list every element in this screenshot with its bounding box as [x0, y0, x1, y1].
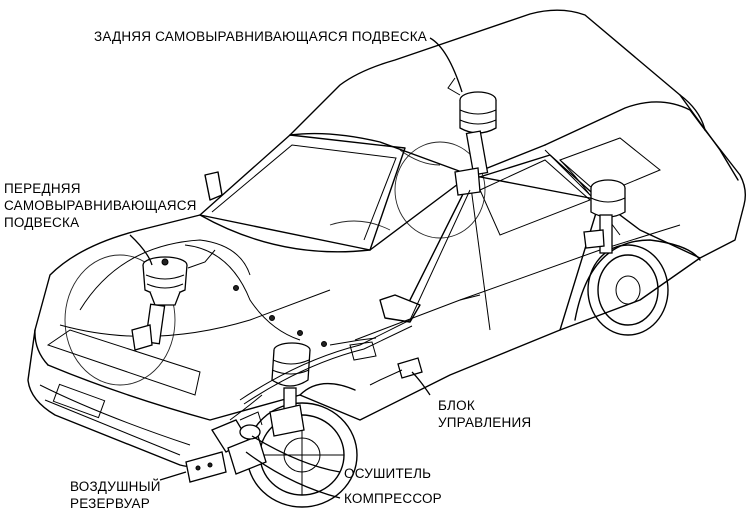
leader-lines	[129, 37, 463, 499]
control-unit	[369, 357, 423, 386]
label-compressor: КОМПРЕССОР	[344, 490, 442, 507]
car-body	[27, 9, 747, 468]
label-compressor-text: КОМПРЕССОР	[344, 491, 442, 506]
label-air-reservoir-line-2: РЕЗЕРВУАР	[70, 496, 150, 511]
label-front-suspension-line-3: ПОДВЕСКА	[4, 215, 80, 230]
label-air-reservoir: ВОЗДУШНЫЙ РЕЗЕРВУАР	[70, 478, 161, 512]
label-control-unit-line-2: УПРАВЛЕНИЯ	[438, 415, 532, 430]
label-front-suspension-line-1: ПЕРЕДНЯЯ	[4, 181, 81, 196]
rear-strut-right	[583, 179, 626, 254]
air-lines	[184, 189, 471, 421]
label-front-suspension-line-2: САМОВЫРАВНИВАЮЩАЯСЯ	[4, 198, 197, 213]
label-control-unit-line-1: БЛОК	[438, 398, 475, 413]
label-dryer-text: ОСУШИТЕЛЬ	[344, 466, 432, 481]
label-control-unit: БЛОК УПРАВЛЕНИЯ	[438, 397, 531, 431]
label-rear-suspension-text: ЗАДНЯЯ САМОВЫРАВНИВАЮЩАЯСЯ ПОДВЕСКА	[94, 29, 428, 44]
rear-wheel	[587, 244, 669, 336]
rear-strut-left	[447, 77, 497, 196]
label-front-suspension: ПЕРЕДНЯЯ САМОВЫРАВНИВАЮЩАЯСЯ ПОДВЕСКА	[4, 180, 197, 231]
front-strut-right	[269, 342, 311, 437]
label-dryer: ОСУШИТЕЛЬ	[344, 465, 431, 482]
compressor-assembly	[185, 411, 267, 483]
label-rear-suspension: ЗАДНЯЯ САМОВЫРАВНИВАЮЩАЯСЯ ПОДВЕСКА	[94, 28, 427, 45]
front-strut-left	[131, 249, 216, 351]
label-air-reservoir-line-1: ВОЗДУШНЫЙ	[70, 479, 161, 494]
